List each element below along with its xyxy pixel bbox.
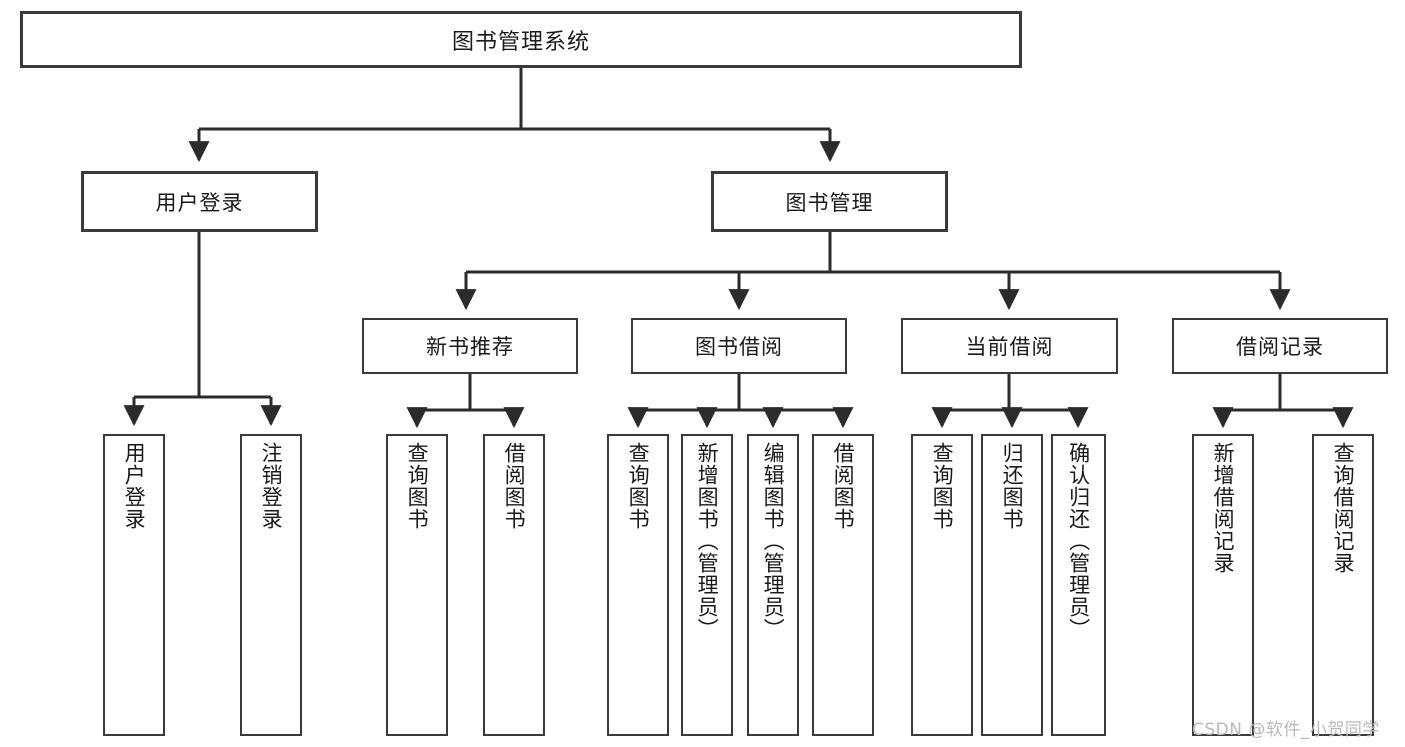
node-book-borrow-label: 图书借阅 [695,335,783,359]
node-leaf-user-logout[interactable]: 注销登录 [240,434,302,736]
node-leaf-confirm-return-label: 确认归还（管理员） [1066,442,1091,640]
node-leaf-query-book-rec[interactable]: 查询图书 [386,434,448,736]
node-current-borrow-label: 当前借阅 [965,335,1054,359]
node-borrow-record-label: 借阅记录 [1236,335,1324,359]
node-leaf-query-record-label: 查询借阅记录 [1331,442,1356,574]
node-leaf-user-login[interactable]: 用户登录 [103,434,165,736]
node-leaf-borrow-book[interactable]: 借阅图书 [812,434,874,736]
node-user-login[interactable]: 用户登录 [81,171,318,232]
node-leaf-query-book-borrow-label: 查询图书 [626,442,651,530]
node-leaf-query-book-rec-label: 查询图书 [405,442,430,530]
node-leaf-add-book-label: 新增图书（管理员） [695,442,720,640]
node-leaf-add-record-label: 新增借阅记录 [1211,442,1236,574]
node-leaf-query-book-cur-label: 查询图书 [930,442,955,530]
node-leaf-edit-book[interactable]: 编辑图书（管理员） [747,434,799,736]
node-leaf-user-logout-label: 注销登录 [259,442,284,530]
node-new-book-rec[interactable]: 新书推荐 [362,318,578,374]
node-leaf-user-login-label: 用户登录 [122,442,147,530]
node-leaf-borrow-book-rec[interactable]: 借阅图书 [483,434,545,736]
node-leaf-query-book-cur[interactable]: 查询图书 [911,434,973,736]
node-borrow-record[interactable]: 借阅记录 [1172,318,1388,374]
node-leaf-return-book[interactable]: 归还图书 [981,434,1043,736]
node-leaf-borrow-book-rec-label: 借阅图书 [502,442,527,530]
node-new-book-rec-label: 新书推荐 [426,335,514,359]
node-root-label: 图书管理系统 [451,29,590,55]
node-current-borrow[interactable]: 当前借阅 [901,318,1118,374]
node-user-login-label: 用户登录 [155,190,244,215]
node-leaf-add-record[interactable]: 新增借阅记录 [1192,434,1254,736]
node-book-manage-label: 图书管理 [785,190,874,215]
node-leaf-return-book-label: 归还图书 [1000,442,1025,530]
node-leaf-query-record[interactable]: 查询借阅记录 [1312,434,1374,736]
node-leaf-edit-book-label: 编辑图书（管理员） [761,442,786,640]
csdn-watermark: CSDN @软件_小贺同学 [1192,720,1380,740]
node-root[interactable]: 图书管理系统 [20,11,1022,68]
node-book-borrow[interactable]: 图书借阅 [631,318,847,374]
node-leaf-confirm-return[interactable]: 确认归还（管理员） [1051,434,1106,736]
node-leaf-query-book-borrow[interactable]: 查询图书 [607,434,669,736]
node-leaf-borrow-book-label: 借阅图书 [831,442,856,530]
node-book-manage[interactable]: 图书管理 [711,171,948,232]
node-leaf-add-book[interactable]: 新增图书（管理员） [681,434,733,736]
